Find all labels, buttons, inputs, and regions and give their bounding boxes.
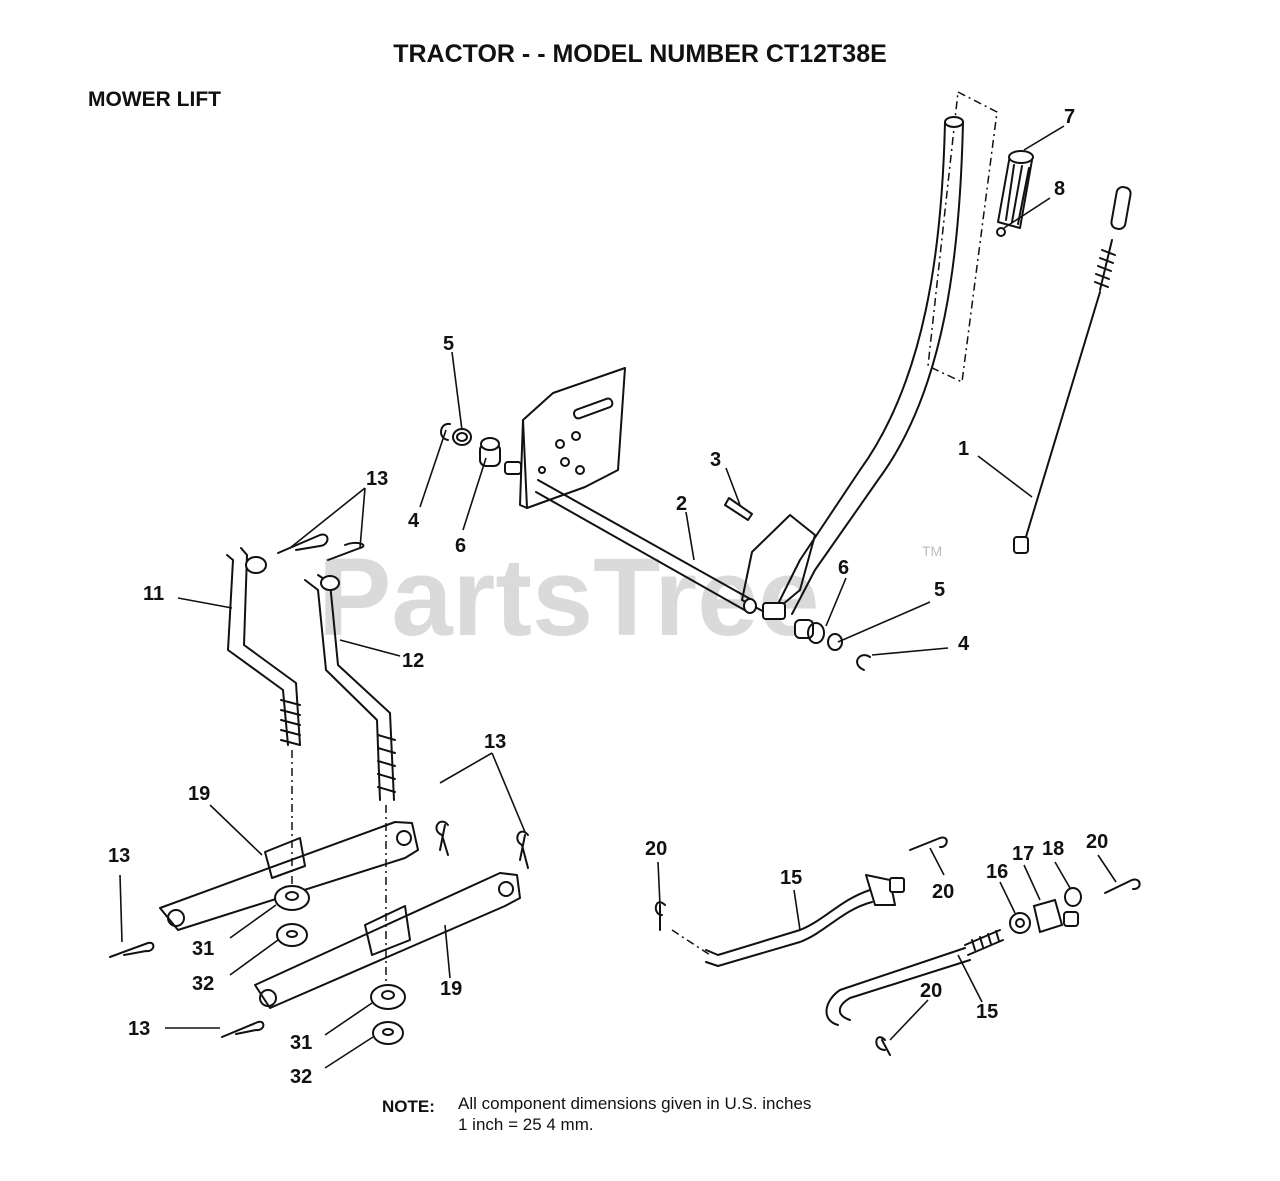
cross-shaft	[535, 479, 757, 614]
left-shaft-hardware	[440, 422, 522, 475]
note-text-line-2: 1 inch = 25 4 mm.	[458, 1115, 594, 1134]
clevis-pin	[724, 497, 753, 521]
callout-16: 16	[986, 861, 1008, 883]
lift-rod-with-spring	[1013, 186, 1132, 554]
callout-13: 13	[484, 731, 506, 753]
callout-5: 5	[443, 333, 454, 355]
watermark-text: PartsTree	[318, 536, 819, 659]
callout-15: 15	[976, 1001, 998, 1023]
callout-labels: 7 8 1 5 4 6 3 2 13 11 12 6 5 4 13 19 13 …	[108, 106, 1108, 1088]
callout-17: 17	[1012, 843, 1034, 865]
spacer-and-nut-right	[370, 984, 406, 1045]
callout-12: 12	[402, 650, 424, 672]
lift-link-11	[226, 547, 301, 746]
callout-5: 5	[934, 579, 945, 601]
lift-link-12	[304, 574, 396, 801]
leader-lines	[119, 125, 1117, 1069]
lift-handle-lever	[741, 116, 964, 620]
lift-rod-15-lower	[825, 929, 1004, 1026]
lift-arm-19-lower	[254, 872, 521, 1009]
callout-31: 31	[290, 1032, 312, 1054]
spacer-and-nut-left	[274, 885, 310, 947]
callout-11: 11	[143, 583, 164, 605]
note-label: NOTE:	[382, 1097, 435, 1116]
callout-32: 32	[290, 1066, 312, 1088]
cotter-pins	[654, 836, 1141, 1056]
callout-8: 8	[1054, 178, 1065, 200]
section-title: MOWER LIFT	[88, 88, 221, 111]
callout-32: 32	[192, 973, 214, 995]
callout-19: 19	[440, 978, 462, 1000]
lift-arm-19-upper	[159, 821, 419, 931]
callout-3: 3	[710, 449, 721, 471]
callout-4: 4	[408, 510, 420, 532]
callout-20: 20	[932, 881, 954, 903]
callout-20: 20	[645, 838, 667, 860]
callout-4: 4	[958, 633, 970, 655]
callout-1: 1	[958, 438, 969, 460]
callout-6: 6	[455, 535, 466, 557]
callout-20: 20	[1086, 831, 1108, 853]
callout-13: 13	[128, 1018, 150, 1040]
note-text-line-1: All component dimensions given in U.S. i…	[458, 1094, 812, 1113]
callout-13: 13	[108, 845, 130, 867]
callout-31: 31	[192, 938, 214, 960]
watermark-trademark: TM	[922, 543, 942, 559]
handle-grip	[996, 150, 1034, 237]
right-shaft-hardware	[794, 619, 871, 671]
callout-7: 7	[1064, 106, 1075, 128]
callout-18: 18	[1042, 838, 1064, 860]
callout-20: 20	[920, 980, 942, 1002]
callout-2: 2	[676, 493, 687, 515]
callout-13: 13	[366, 468, 388, 490]
handle-extension-phantom	[927, 90, 998, 384]
page-title: TRACTOR - - MODEL NUMBER CT12T38E	[393, 40, 887, 68]
mounting-plate	[519, 367, 626, 509]
callout-19: 19	[188, 783, 210, 805]
callout-15: 15	[780, 867, 802, 889]
callout-6: 6	[838, 557, 849, 579]
jam-nut-trunnion-bushing	[1009, 887, 1082, 934]
